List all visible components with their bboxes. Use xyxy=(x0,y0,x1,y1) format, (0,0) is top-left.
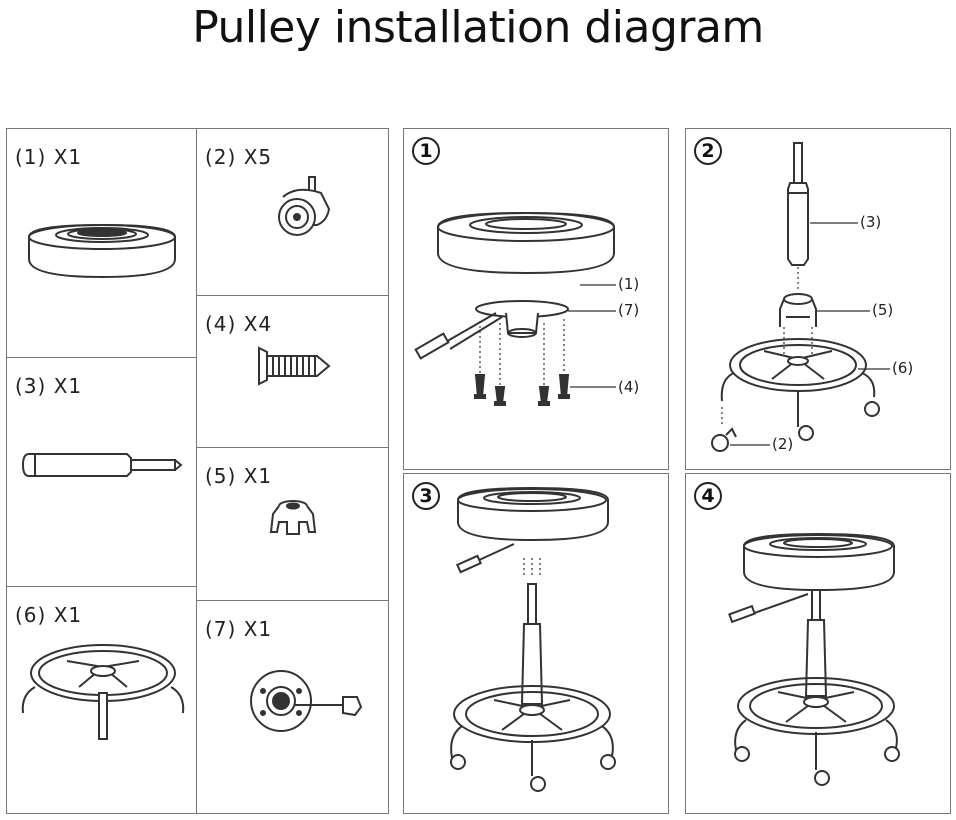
part-panel-seat: (1) X1 xyxy=(6,128,197,358)
step4-assembly-drawing xyxy=(728,532,900,786)
seat-plate-lever-icon xyxy=(250,670,363,732)
part-label: (4) X4 xyxy=(205,312,273,336)
step-number: 2 xyxy=(694,137,722,165)
gas-cylinder-icon xyxy=(21,453,183,477)
part-label: (7) X1 xyxy=(205,617,273,641)
step-panel-4: 4 xyxy=(685,473,951,814)
callout-sleeve: (5) xyxy=(872,301,894,319)
seat-cushion-icon xyxy=(28,223,176,279)
callout-cylinder: (3) xyxy=(860,213,882,231)
step-number: 3 xyxy=(412,482,440,510)
callout-caster: (2) xyxy=(772,435,794,453)
caster-wheel-icon xyxy=(278,176,331,236)
step-number: 1 xyxy=(412,137,440,165)
part-label: (6) X1 xyxy=(15,603,83,627)
step-panel-3: 3 xyxy=(403,473,669,814)
page-title: Pulley installation diagram xyxy=(192,2,764,53)
step1-assembly-drawing xyxy=(414,211,616,406)
screw-icon xyxy=(258,346,331,386)
part-label: (2) X5 xyxy=(205,145,273,169)
part-panel-plate: (7) X1 xyxy=(196,600,389,814)
callout-screws: (4) xyxy=(618,378,640,396)
part-panel-base: (6) X1 xyxy=(6,586,197,814)
part-label: (3) X1 xyxy=(15,374,83,398)
base-footring-icon xyxy=(21,644,185,740)
cylinder-sleeve-icon xyxy=(269,500,317,535)
step-panel-1: 1 xyxy=(403,128,669,470)
part-panel-screw: (4) X4 xyxy=(196,295,389,448)
part-label: (5) X1 xyxy=(205,464,273,488)
part-panel-cylinder: (3) X1 xyxy=(6,357,197,587)
step3-assembly-drawing xyxy=(450,486,616,792)
callout-seat: (1) xyxy=(618,275,640,293)
step-number: 4 xyxy=(694,482,722,510)
part-panel-caster: (2) X5 xyxy=(196,128,389,296)
step-panel-2: 2 xyxy=(685,128,951,470)
callout-base: (6) xyxy=(892,359,914,377)
part-panel-sleeve: (5) X1 xyxy=(196,447,389,601)
callout-plate: (7) xyxy=(618,301,640,319)
step2-assembly-drawing xyxy=(711,142,890,452)
part-label: (1) X1 xyxy=(15,145,83,169)
